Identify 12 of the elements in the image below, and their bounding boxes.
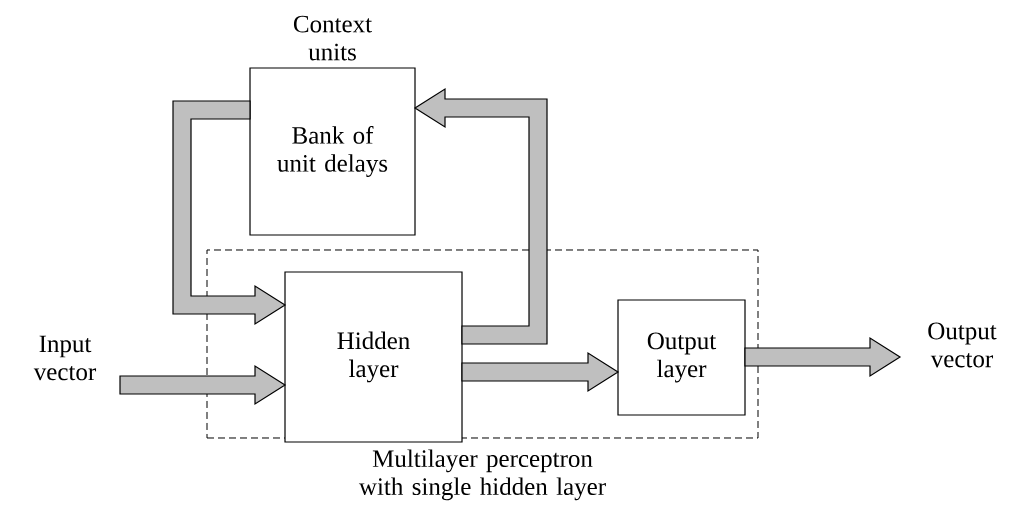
box-heading: Context units bbox=[293, 15, 372, 61]
block-box: Hidden layer bbox=[284, 271, 463, 443]
block-arrow bbox=[172, 100, 287, 326]
block-arrow bbox=[461, 351, 620, 393]
block-arrow bbox=[119, 364, 287, 406]
block-box: Bank of unit delays bbox=[249, 67, 416, 236]
box-caption: Multilayer perceptron with single hidden layer bbox=[358, 449, 606, 501]
block-arrow bbox=[413, 87, 548, 345]
block-box: Output layer bbox=[617, 299, 746, 416]
text-label: Input vector bbox=[33, 335, 97, 381]
text-label: Output vector bbox=[928, 322, 997, 368]
block-arrow bbox=[744, 336, 902, 378]
